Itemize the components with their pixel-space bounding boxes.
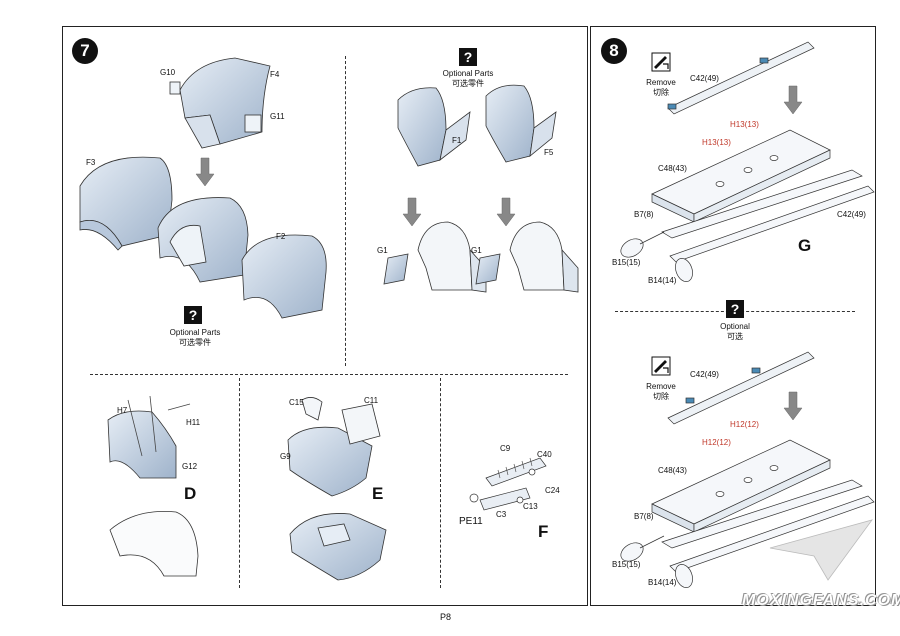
step-7-badge: 7 [72,38,98,64]
part-label-f5: F5 [544,148,554,157]
optional-parts-icon: ? [184,306,202,324]
arrow-down-icon [402,197,516,227]
divider-vertical-bottom-1 [239,378,240,588]
optional-caption: Optional 可选 [708,322,762,342]
arrow-down-icon [195,157,215,187]
part-label-f2: F2 [276,232,286,241]
part-label-c42-right: C42(49) [837,210,866,219]
frame-e-assembled [289,513,387,581]
optional-parts-english: Optional Parts [442,69,494,78]
subassembly-letter-e: E [372,484,384,503]
divider-vertical-bottom-2 [440,378,441,588]
remove-icon [651,52,671,72]
canopy-f2-part [241,234,327,319]
optional-icon: ? [726,300,744,318]
part-label-c3: C3 [496,510,507,519]
frame-f1-part [397,87,471,167]
remove-chinese: 切除 [653,88,669,97]
part-label-g9: G9 [280,452,291,461]
part-label-b15-bottom: B15(15) [612,560,641,569]
pedal-b15-part [620,231,693,282]
tray-g-part [651,129,875,263]
pedal-lower-part [620,535,693,588]
optional-parts-caption: Optional Parts 可选零件 [160,328,230,348]
step7-frame [62,26,588,606]
part-label-h13-b: H13(13) [702,138,731,147]
part-label-c11: C11 [364,396,379,405]
part-label-c40: C40 [537,450,552,459]
remove-caption: Remove 切除 [640,78,682,98]
part-label-c13: C13 [523,502,538,511]
part-label-c15: C15 [289,398,304,407]
part-label-g1-left: G1 [377,246,388,255]
part-label-c24: C24 [545,486,560,495]
part-label-g1-right: G1 [471,246,482,255]
part-label-c48: C48(43) [658,164,687,173]
tray-lower-part [651,439,875,573]
optional-english: Optional [720,322,750,331]
frame-d-outline [109,511,199,577]
part-label-h11: H11 [186,418,201,427]
canopy-f3-part [79,156,173,251]
mechanism-f-part [469,457,547,511]
subassembly-letter-g: G [798,236,812,255]
part-label-c42-bottom: C42(49) [690,370,719,379]
part-label-h13-a: H13(13) [730,120,759,129]
subassembly-letter-d: D [184,484,197,503]
part-label-b14-bottom: B14(14) [648,578,677,587]
frame-d-part [107,395,191,479]
remove-english: Remove [646,382,676,391]
page-number: P8 [440,612,452,622]
divider-horizontal-middle [90,374,568,375]
optional-parts-icon: ? [459,48,477,66]
part-label-b7-bottom: B7(8) [634,512,654,521]
part-label-pe11: PE11 [459,516,483,527]
part-label-c9: C9 [500,444,511,453]
part-label-h7: H7 [117,406,128,415]
part-label-g10: G10 [160,68,176,77]
optional-parts-chinese: 可选零件 [179,338,211,347]
canopy-top-part [169,57,271,149]
rail-c42-top [667,41,815,115]
open-frame-right [475,221,579,293]
subassembly-letter-f: F [538,522,549,541]
optional-parts-english: Optional Parts [169,328,221,337]
remove-english: Remove [646,78,676,87]
part-label-f1: F1 [452,136,462,145]
watermark-logo-icon [769,519,874,581]
step8-frame [590,26,876,606]
optional-chinese: 可选 [727,332,743,341]
part-label-c48-bottom: C48(43) [658,466,687,475]
part-label-h12-a: H12(12) [730,420,759,429]
frame-f5-part [485,84,557,163]
rail-c42-bottom [667,351,815,425]
part-label-b7: B7(8) [634,210,654,219]
frame-e-part [287,397,381,497]
optional-parts-caption: Optional Parts 可选零件 [433,69,503,89]
part-label-h12-b: H12(12) [702,438,731,447]
arrow-down-icon [783,85,803,115]
canopy-assembled-part [157,197,249,283]
step-8-badge: 8 [601,38,627,64]
part-label-b14: B14(14) [648,276,677,285]
remove-caption: Remove 切除 [640,382,682,402]
divider-vertical-top [345,56,346,366]
optional-parts-chinese: 可选零件 [452,79,484,88]
part-label-f4: F4 [270,70,280,79]
watermark-text: MOXINGFANS.COM [742,592,900,609]
part-label-c42-top: C42(49) [690,74,719,83]
remove-icon [651,356,671,376]
open-frame-left [383,221,487,293]
part-label-g12: G12 [182,462,198,471]
part-label-f3: F3 [86,158,96,167]
part-label-b15: B15(15) [612,258,641,267]
remove-chinese: 切除 [653,392,669,401]
part-label-g11: G11 [270,112,285,121]
arrow-down-icon [783,391,803,421]
